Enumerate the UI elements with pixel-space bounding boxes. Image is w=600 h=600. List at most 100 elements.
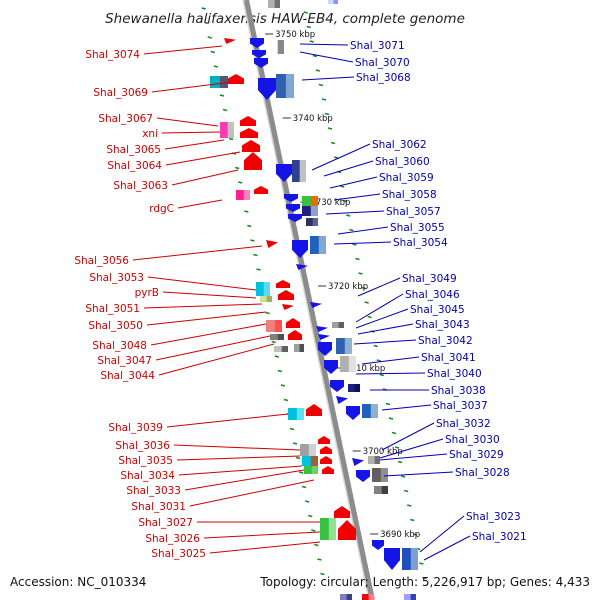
gene-block — [288, 408, 304, 420]
gene-label-left[interactable]: Shal_3031 — [131, 479, 315, 513]
gene-label-text: Shal_3058 — [382, 189, 437, 201]
gene-label-text: Shal_3042 — [418, 335, 473, 347]
genome-summary-text: Topology: circular; Length: 5,226,917 bp… — [259, 575, 590, 589]
gene-label-right[interactable]: Shal_3032 — [381, 418, 491, 451]
gene-block — [404, 594, 416, 600]
gene-label-left[interactable]: Shal_3053 — [89, 272, 257, 291]
gene-label-text: Shal_3032 — [436, 418, 491, 430]
gene-arrow-reverse — [346, 406, 360, 420]
gene-label-right[interactable]: Shal_3071 — [299, 40, 405, 52]
gene-label-right[interactable]: Shal_3041 — [361, 352, 476, 365]
gene-label-right[interactable]: Shal_3054 — [333, 237, 448, 249]
gene-label-left[interactable]: Shal_3069 — [93, 81, 233, 99]
gene-label-left[interactable]: Shal_3047 — [97, 335, 271, 367]
gene-label-right[interactable]: Shal_3023 — [419, 511, 521, 553]
gene-arrow-reverse — [292, 240, 308, 258]
gene-label-left[interactable]: rdgC — [149, 199, 223, 215]
gene-label-right[interactable]: Shal_3038 — [370, 385, 486, 397]
gene-label-left[interactable]: Shal_3039 — [108, 413, 289, 434]
gene-label-right[interactable]: Shal_3062 — [311, 139, 427, 171]
gene-label-left[interactable]: Shal_3025 — [151, 541, 321, 560]
gene-arrow-small — [266, 240, 278, 248]
tick-mark — [413, 533, 418, 536]
gene-label-right[interactable]: Shal_3058 — [333, 189, 437, 201]
tick-mark — [388, 417, 394, 420]
right-label-leaders: Shal_3071Shal_3070Shal_3068Shal_3062Shal… — [299, 40, 527, 561]
gene-block — [374, 486, 388, 494]
gene-label-right[interactable]: Shal_3046 — [355, 289, 460, 323]
gene-label-left[interactable]: Shal_3027 — [138, 517, 320, 529]
gene-label-text: Shal_3036 — [115, 440, 170, 452]
gene-label-right[interactable]: Shal_3059 — [329, 172, 434, 189]
gene-label-right[interactable]: Shal_3060 — [323, 156, 430, 177]
gene-label-left[interactable]: Shal_3050 — [88, 311, 267, 332]
gene-label-text: Shal_3033 — [126, 485, 181, 497]
tick-mark — [305, 500, 310, 503]
gene-arrow-small — [296, 264, 308, 270]
gene-block — [320, 518, 336, 540]
gene-label-left[interactable]: xni — [142, 128, 221, 140]
tick-mark — [253, 253, 258, 257]
gene-label-left[interactable]: Shal_3051 — [85, 303, 263, 315]
gene-arrow-forward — [240, 116, 256, 126]
accession-text: Accession: NC_010334 — [10, 575, 146, 589]
tick-mark — [306, 25, 311, 29]
tick-mark — [256, 268, 261, 271]
genome-backbone-highlight — [242, 0, 370, 600]
gene-label-left[interactable]: Shal_3056 — [74, 245, 263, 267]
gene-label-left[interactable]: Shal_3035 — [118, 455, 301, 467]
gene-label-text: Shal_3037 — [433, 400, 488, 412]
gene-arrow-small — [282, 304, 294, 310]
gene-label-text: Shal_3074 — [85, 49, 140, 61]
gene-arrow-reverse — [286, 204, 300, 212]
gene-arrow-reverse — [384, 548, 400, 570]
gene-label-left[interactable]: Shal_3036 — [115, 440, 301, 452]
gene-label-left[interactable]: Shal_3026 — [145, 531, 321, 545]
gene-label-left[interactable]: Shal_3044 — [100, 343, 275, 382]
gene-block — [294, 344, 304, 352]
gene-label-right[interactable]: Shal_3070 — [299, 51, 410, 69]
gene-label-right[interactable]: Shal_3030 — [379, 434, 500, 459]
gene-block — [302, 206, 318, 216]
gene-label-text: rdgC — [149, 203, 174, 215]
gene-arrow-reverse — [372, 540, 384, 550]
gene-label-left[interactable]: Shal_3074 — [85, 45, 223, 61]
gene-block — [276, 74, 294, 98]
gene-label-left[interactable]: Shal_3033 — [126, 469, 305, 497]
gene-label-left[interactable]: Shal_3065 — [106, 139, 225, 156]
gene-block — [260, 296, 272, 302]
gene-label-text: Shal_3057 — [386, 206, 441, 218]
tick-mark — [289, 427, 295, 431]
gene-label-text: xni — [142, 128, 158, 140]
gene-label-left[interactable]: pyrB — [135, 287, 257, 299]
gene-block — [310, 236, 326, 254]
gene-label-right[interactable]: Shal_3028 — [383, 467, 510, 479]
gene-label-right[interactable]: Shal_3045 — [355, 304, 465, 329]
gene-label-right[interactable]: Shal_3043 — [357, 319, 470, 335]
gene-label-left[interactable]: Shal_3067 — [98, 113, 219, 127]
gene-label-left[interactable]: Shal_3063 — [113, 169, 239, 192]
gene-label-left[interactable]: Shal_3064 — [107, 151, 241, 172]
tick-marks-outer — [303, 11, 427, 580]
tick-mark — [394, 446, 400, 449]
tick-mark — [238, 181, 243, 184]
gene-label-text: Shal_3029 — [449, 449, 504, 461]
gene-arrow-forward — [306, 404, 322, 416]
map-title: Shewanella halifaxensis HAW-EB4, complet… — [105, 11, 465, 27]
gene-arrow-reverse — [284, 194, 298, 202]
gene-label-right[interactable]: Shal_3049 — [357, 273, 457, 297]
gene-label-right[interactable]: Shal_3040 — [355, 368, 482, 380]
gene-label-right[interactable]: Shal_3021 — [423, 531, 527, 561]
gene-label-right[interactable]: Shal_3055 — [337, 222, 445, 235]
gene-label-left[interactable]: Shal_3048 — [92, 323, 267, 352]
gene-block — [304, 466, 318, 474]
gene-label-right[interactable]: Shal_3068 — [301, 72, 411, 84]
gene-label-text: Shal_3064 — [107, 160, 162, 172]
tick-mark — [312, 54, 318, 58]
gene-label-right[interactable]: Shal_3057 — [325, 206, 441, 218]
tick-mark — [280, 384, 286, 387]
gene-label-right[interactable]: Shal_3042 — [353, 335, 473, 347]
gene-label-right[interactable]: Shal_3029 — [379, 449, 504, 461]
gene-label-right[interactable]: Shal_3037 — [381, 400, 488, 412]
gene-label-left[interactable]: Shal_3034 — [120, 465, 303, 482]
